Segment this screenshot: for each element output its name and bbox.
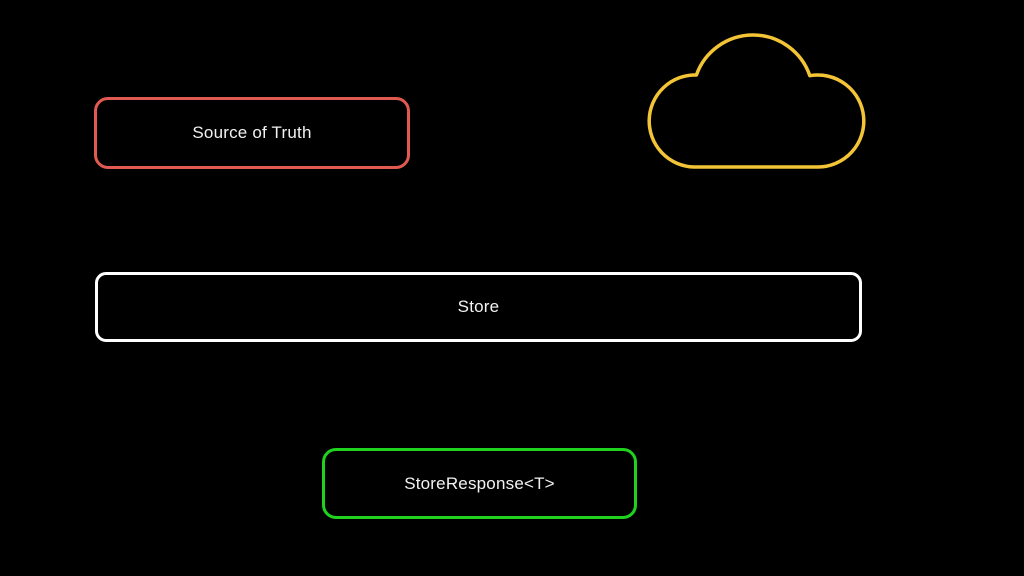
store-box: Store [95,272,862,342]
store-response-box: StoreResponse<T> [322,448,637,519]
store-label: Store [457,297,500,316]
store-response-label: StoreResponse<T> [404,473,555,493]
source-of-truth-box: Source of Truth [94,97,410,169]
cloud-icon [647,33,866,169]
cloud-outline [647,33,866,169]
source-of-truth-label: Source of Truth [192,123,312,142]
